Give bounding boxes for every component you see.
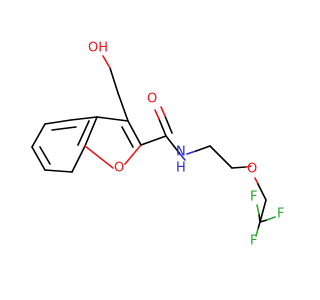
bond-c3a-inner [77,120,90,146]
bond-c5-c6 [31,123,46,148]
bond-c3a-junction [84,116,98,147]
bond-c4-c5a [44,119,72,125]
bond-o-ch2-a [254,177,259,185]
bond-ch2-oh-a [109,67,119,94]
fluorine-right-label: F [277,207,284,222]
bond-o-ch2-b [257,183,267,201]
hydroxyl-label: OH [88,41,108,56]
bond-c2-carbonyl [140,135,167,146]
bond-c4-c5-inner [51,126,77,131]
ring-oxygen-label: O [114,161,124,176]
amide-nitrogen-label: N [176,145,186,160]
bond-cf3-fright-a [259,219,268,223]
bond-n-ch2-a [186,150,197,155]
structure-diagram: OH O O N H O F F F [31,41,284,249]
bond-c3-c2-inner [121,126,134,148]
bond-carbonyl-n [165,135,181,155]
bond-c7a-c3a [71,145,86,173]
bond-ch2-cf3 [259,199,267,223]
fluorine-top-label: F [250,190,257,205]
amide-hydrogen-label: H [176,161,186,176]
bond-cf3-ftop-a [258,213,261,223]
bond-ch2-ch2 [209,145,233,169]
bond-carbonyl-o-d [160,106,166,117]
trifluoromethyl-group [255,204,276,237]
bond-n-ch2-b [195,145,211,152]
ether-chain [186,145,267,223]
fluorine-bottom-label: F [250,234,257,249]
bond-c3-c2 [127,120,142,146]
bond-ch2-oh-b [102,55,111,69]
bond-c6-c7-inner [39,146,51,165]
bond-cf3-fbottom-a [257,221,261,230]
bond-ch2-o-a [231,166,247,169]
bond-c2-o1 [124,144,142,165]
bond-ch2-o-b [245,165,252,168]
bond-carbonyl-o-c [154,109,160,120]
bond-carbonyl-o-b [164,115,173,134]
bond-cf3-fright-b [266,216,276,221]
bond-carbonyl-n-b [179,153,186,161]
atom-labels: OH O O N H O F F F [88,41,284,249]
bond-cf3-ftop-b [256,204,260,215]
ether-oxygen-label: O [247,162,257,177]
furan-ring [84,116,142,169]
molecule-svg: OH O O N H O F F F [31,41,284,249]
bond-c3a-c4 [70,116,98,121]
bond-o1-c7a [84,145,114,169]
bond-c6-c7 [31,146,46,171]
bond-c3-ch2 [117,92,129,122]
hydroxymethyl-group [102,55,129,122]
benzene-ring [31,116,98,173]
bond-cf3-fbottom-b [255,228,259,237]
carboxamide-group [140,106,186,161]
bond-c7-c7a [44,169,73,173]
bond-c3a-c3 [96,116,129,122]
bond-carbonyl-o-a [158,118,167,137]
carbonyl-oxygen-label: O [147,92,157,107]
